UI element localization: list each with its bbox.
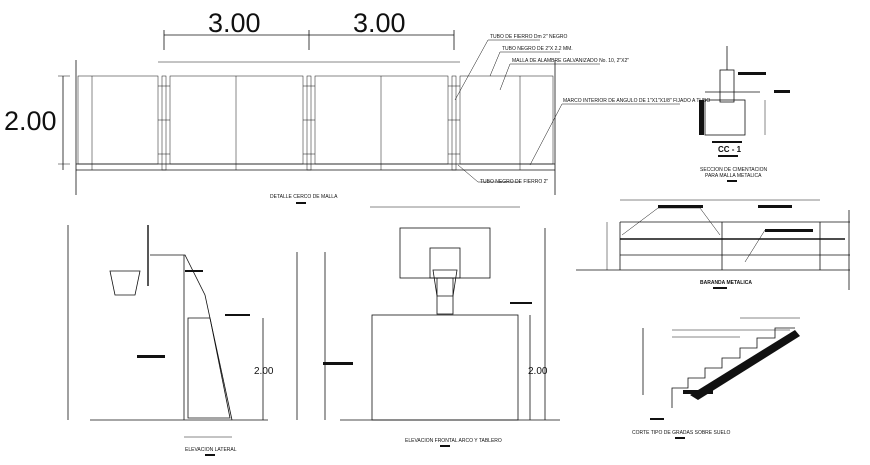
backboard (399, 227, 491, 279)
scale-bar (675, 437, 685, 439)
side-dim-height: 2.00 (254, 366, 274, 377)
footing (704, 99, 746, 136)
unreadable-label-bar (323, 362, 353, 365)
railing-leader-line (621, 207, 721, 236)
label-tubo-fierro: TUBO DE FIERRO Dm 2" NEGRO (490, 34, 567, 40)
dim-span-2: 3.00 (353, 8, 406, 38)
railing-elevation: BARANDA METALICA (576, 199, 850, 290)
support-arm (150, 254, 233, 421)
mesh-panel (169, 75, 304, 165)
front-dim-height: 2.00 (528, 366, 548, 377)
stair-steps (671, 327, 795, 408)
side-elevation: 2.00 ELEVACION LATERAL (67, 225, 353, 456)
unreadable-label-bar (774, 90, 790, 93)
stair-slab (690, 330, 800, 400)
fence-detail-title: DETALLE CERCO DE MALLA (270, 194, 338, 200)
unreadable-label-bar (510, 302, 532, 304)
concrete-column (719, 69, 735, 103)
unreadable-label-bar (658, 205, 703, 208)
unreadable-label-bar (650, 418, 664, 420)
label-tubo-negro: TUBO NEGRO DE 2"X 2.2 MM. (502, 46, 573, 52)
mesh-panel (314, 75, 449, 165)
mesh-panel (77, 75, 159, 165)
scale-bar (727, 180, 737, 182)
stairs-title: CORTE TIPO DE GRADAS SOBRE SUELO (632, 430, 731, 436)
railing-title: BARANDA METALICA (700, 280, 752, 286)
support-post (436, 277, 454, 315)
scale-bar (713, 287, 727, 289)
fence-leader-lines (454, 39, 680, 183)
front-elevation-title: ELEVACION FRONTAL ARCO Y TABLERO (405, 438, 502, 444)
footing-edge (699, 100, 704, 135)
hoop-net (109, 270, 141, 296)
foundation-section: CC - 1 SECCION DE CIMENTACION PARA MALLA… (699, 46, 790, 182)
fence-posts-and-braces (91, 75, 521, 171)
dim-span-1: 3.00 (208, 8, 261, 38)
dim-height: 2.00 (4, 106, 57, 136)
stairs-section: CORTE TIPO DE GRADAS SOBRE SUELO (632, 317, 800, 439)
unreadable-label-bar (185, 270, 203, 272)
unreadable-label-bar (137, 355, 165, 358)
foundation-title-2: PARA MALLA METALICA (705, 173, 762, 179)
fence-post (161, 75, 167, 171)
label-malla-alambre: MALLA DE ALAMBRE GALVANIZADO No. 10, 2"X… (512, 58, 629, 64)
mesh-panel (187, 317, 231, 419)
foundation-tag: CC - 1 (718, 145, 742, 154)
stair-footing (683, 390, 713, 394)
fence-post (306, 75, 312, 171)
fence-post (451, 75, 457, 171)
foundation-title-1: SECCION DE CIMENTACION (700, 167, 768, 173)
label-tubo-negro-fierro: TUBO NEGRO DE FIERRO 2" (480, 179, 548, 185)
scale-bar (440, 445, 450, 447)
fence-dimension-lines (58, 30, 460, 170)
unreadable-label-bar (738, 72, 766, 75)
unreadable-label-bar (712, 141, 742, 143)
unreadable-label-bar (758, 205, 792, 208)
unreadable-label-bar (765, 229, 813, 232)
scale-bar (205, 454, 215, 456)
scale-bar (296, 202, 306, 204)
label-marco-interior: MARCO INTERIOR DE ANGULO DE 1"X1"X1/8" F… (563, 98, 710, 104)
side-elevation-title: ELEVACION LATERAL (185, 447, 237, 453)
mesh-panel (371, 314, 519, 421)
front-elevation: 2.00 ELEVACION FRONTAL ARCO Y TABLERO (340, 206, 560, 447)
tag-underline (718, 155, 738, 157)
railing-leader-line (744, 229, 766, 263)
fence-detail: 3.00 3.00 2.00 TUBO DE FIERRO Dm 2" NEGR… (4, 8, 710, 204)
backboard-target-box (429, 247, 461, 279)
railing-posts (619, 222, 821, 270)
mesh-panel (459, 75, 554, 165)
unreadable-label-bar (225, 314, 250, 316)
